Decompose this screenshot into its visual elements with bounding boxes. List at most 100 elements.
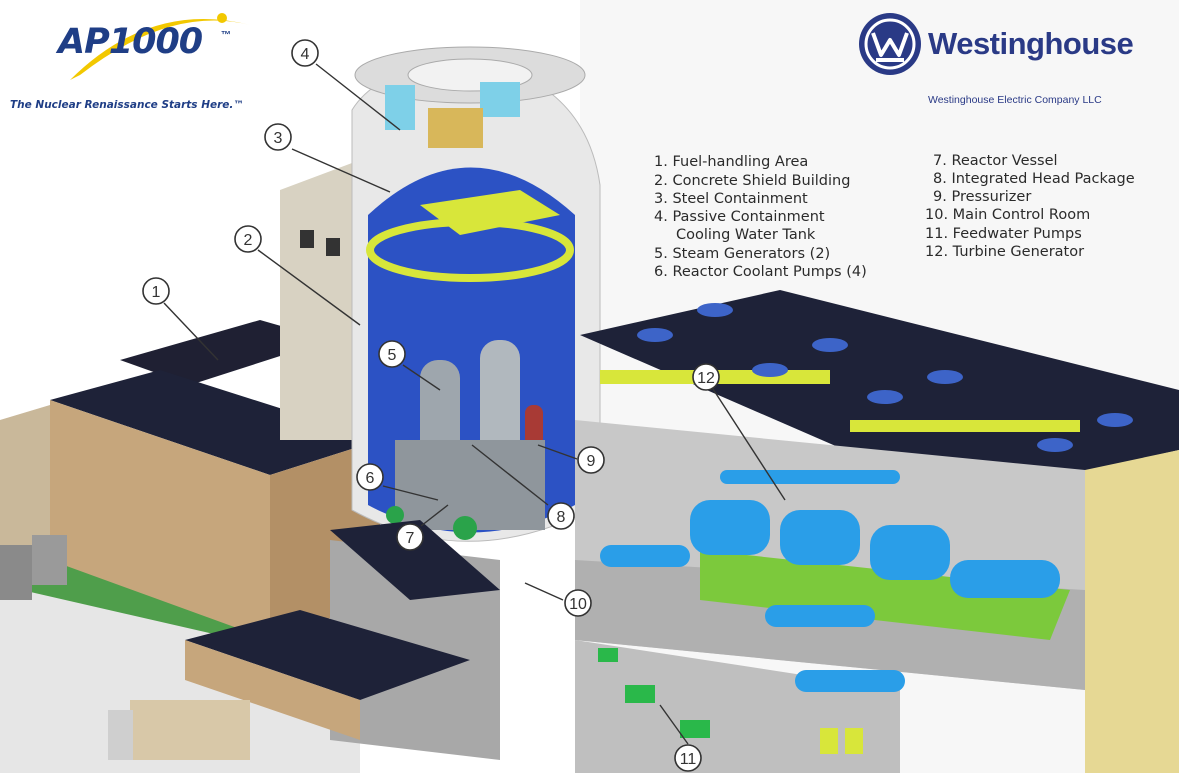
- cyl-small: [108, 710, 133, 760]
- callout-2: 2: [234, 225, 262, 253]
- tower-window: [300, 230, 314, 248]
- aux-building-roof: [50, 370, 380, 475]
- heater-b: [765, 605, 875, 627]
- leader-5: [402, 364, 441, 391]
- heater-c: [795, 670, 905, 692]
- control-building-roof: [330, 520, 500, 600]
- legend-item-1: 1. Fuel-handling Area: [654, 154, 809, 170]
- fw-pump: [625, 685, 655, 703]
- leader-9: [537, 444, 578, 460]
- westinghouse-subtitle: Westinghouse Electric Company LLC: [928, 94, 1102, 106]
- leader-lines: [163, 63, 786, 745]
- svg-text:11: 11: [680, 751, 697, 768]
- callout-8: 8: [547, 502, 575, 530]
- ap1000-tm: ™: [221, 30, 231, 41]
- roof-vent: [1037, 438, 1073, 452]
- storage-pad-front: [185, 640, 360, 740]
- internals-block: [395, 440, 545, 530]
- legend-item-12: 12. Turbine Generator: [925, 244, 1085, 260]
- pcs-tank-window-right: [480, 82, 520, 117]
- svg-text:7: 7: [406, 530, 415, 547]
- callout-10: 10: [564, 589, 592, 617]
- svg-text:1: 1: [152, 284, 161, 301]
- westinghouse-name: Westinghouse: [928, 26, 1134, 61]
- roof-vent: [1097, 413, 1133, 427]
- legend-item-11: 11. Feedwater Pumps: [925, 226, 1082, 242]
- callout-4: 4: [291, 39, 319, 67]
- pcs-mesh: [428, 108, 483, 148]
- westinghouse-logo-inner: [864, 18, 916, 70]
- roof-vent: [812, 338, 848, 352]
- tower-window-2: [326, 238, 340, 256]
- callout-12: 12: [692, 363, 720, 391]
- callout-5: 5: [378, 340, 406, 368]
- ap1000-swoosh-dot: [217, 13, 227, 23]
- callouts: 1 2 3 4 5 6 7 8 9 10 11 12: [142, 39, 720, 772]
- small-block: [130, 700, 250, 760]
- roof-vent: [752, 363, 788, 377]
- aux-building-front: [50, 400, 270, 640]
- legend-item-10: 10. Main Control Room: [925, 207, 1091, 223]
- leader-1: [163, 302, 219, 361]
- generator: [950, 560, 1060, 598]
- leader-6: [382, 485, 439, 501]
- leader-8: [471, 444, 549, 506]
- leader-7: [420, 504, 449, 527]
- turbine-unit-3: [870, 525, 950, 580]
- leader-4: [315, 63, 401, 131]
- callout-1: 1: [142, 277, 170, 305]
- svg-text:6: 6: [366, 470, 375, 487]
- legend-item-7: 7. Reactor Vessel: [933, 153, 1058, 169]
- legend-item-6: 6. Reactor Coolant Pumps (4): [654, 264, 867, 280]
- legend-item-5: 5. Steam Generators (2): [654, 246, 831, 262]
- leader-3: [291, 148, 391, 193]
- shield-building-tower: [280, 160, 360, 440]
- svg-text:4: 4: [301, 46, 310, 63]
- svg-text:9: 9: [587, 453, 596, 470]
- turbine-unit-2: [780, 510, 860, 565]
- svg-text:5: 5: [388, 347, 397, 364]
- legend-item-3: 3. Steel Containment: [654, 191, 808, 207]
- fuel-building-roof: [120, 320, 330, 385]
- ap1000-logo-text: AP1000: [58, 22, 203, 62]
- heater-a: [600, 545, 690, 567]
- rcp-bulb: [453, 516, 477, 540]
- roof-vent: [637, 328, 673, 342]
- leader-2: [257, 249, 361, 326]
- callout-11: 11: [674, 744, 702, 772]
- legend-item-2: 2. Concrete Shield Building: [654, 173, 851, 189]
- fw-pump: [598, 648, 618, 662]
- leader-10: [524, 582, 564, 601]
- turbine-deck-green: [700, 550, 1070, 640]
- pcs-tank-window-left: [385, 85, 415, 130]
- legend-item-8: 8. Integrated Head Package: [933, 171, 1135, 187]
- westinghouse-logo-circle: [859, 13, 921, 75]
- leader-11: [659, 704, 689, 745]
- tank-a: [0, 545, 32, 600]
- svg-text:3: 3: [274, 130, 283, 147]
- svg-text:12: 12: [697, 370, 715, 387]
- truss-2: [850, 420, 1080, 432]
- legend-item-4: 4. Passive Containment: [654, 209, 825, 225]
- turbine-unit: [690, 500, 770, 555]
- turbine-wall-right: [1085, 450, 1179, 773]
- ap1000-tagline: The Nuclear Renaissance Starts Here.™: [10, 99, 244, 111]
- westinghouse-logo-bar: [876, 58, 904, 62]
- roof-vent: [697, 303, 733, 317]
- fw-pump: [680, 720, 710, 738]
- pipe-run: [720, 470, 900, 484]
- yellow-tank: [845, 728, 863, 754]
- svg-text:8: 8: [557, 509, 566, 526]
- callout-9: 9: [577, 446, 605, 474]
- callout-6: 6: [356, 463, 384, 491]
- roof-vent: [867, 390, 903, 404]
- westinghouse-logo-w: [871, 32, 909, 57]
- tank-b: [32, 535, 67, 585]
- legend-item-9: 9. Pressurizer: [933, 189, 1032, 205]
- crane-bridge: [420, 190, 560, 235]
- roof-vent: [927, 370, 963, 384]
- rcp-bulb-2: [386, 506, 404, 524]
- callout-7: 7: [396, 523, 424, 551]
- svg-text:10: 10: [569, 596, 587, 613]
